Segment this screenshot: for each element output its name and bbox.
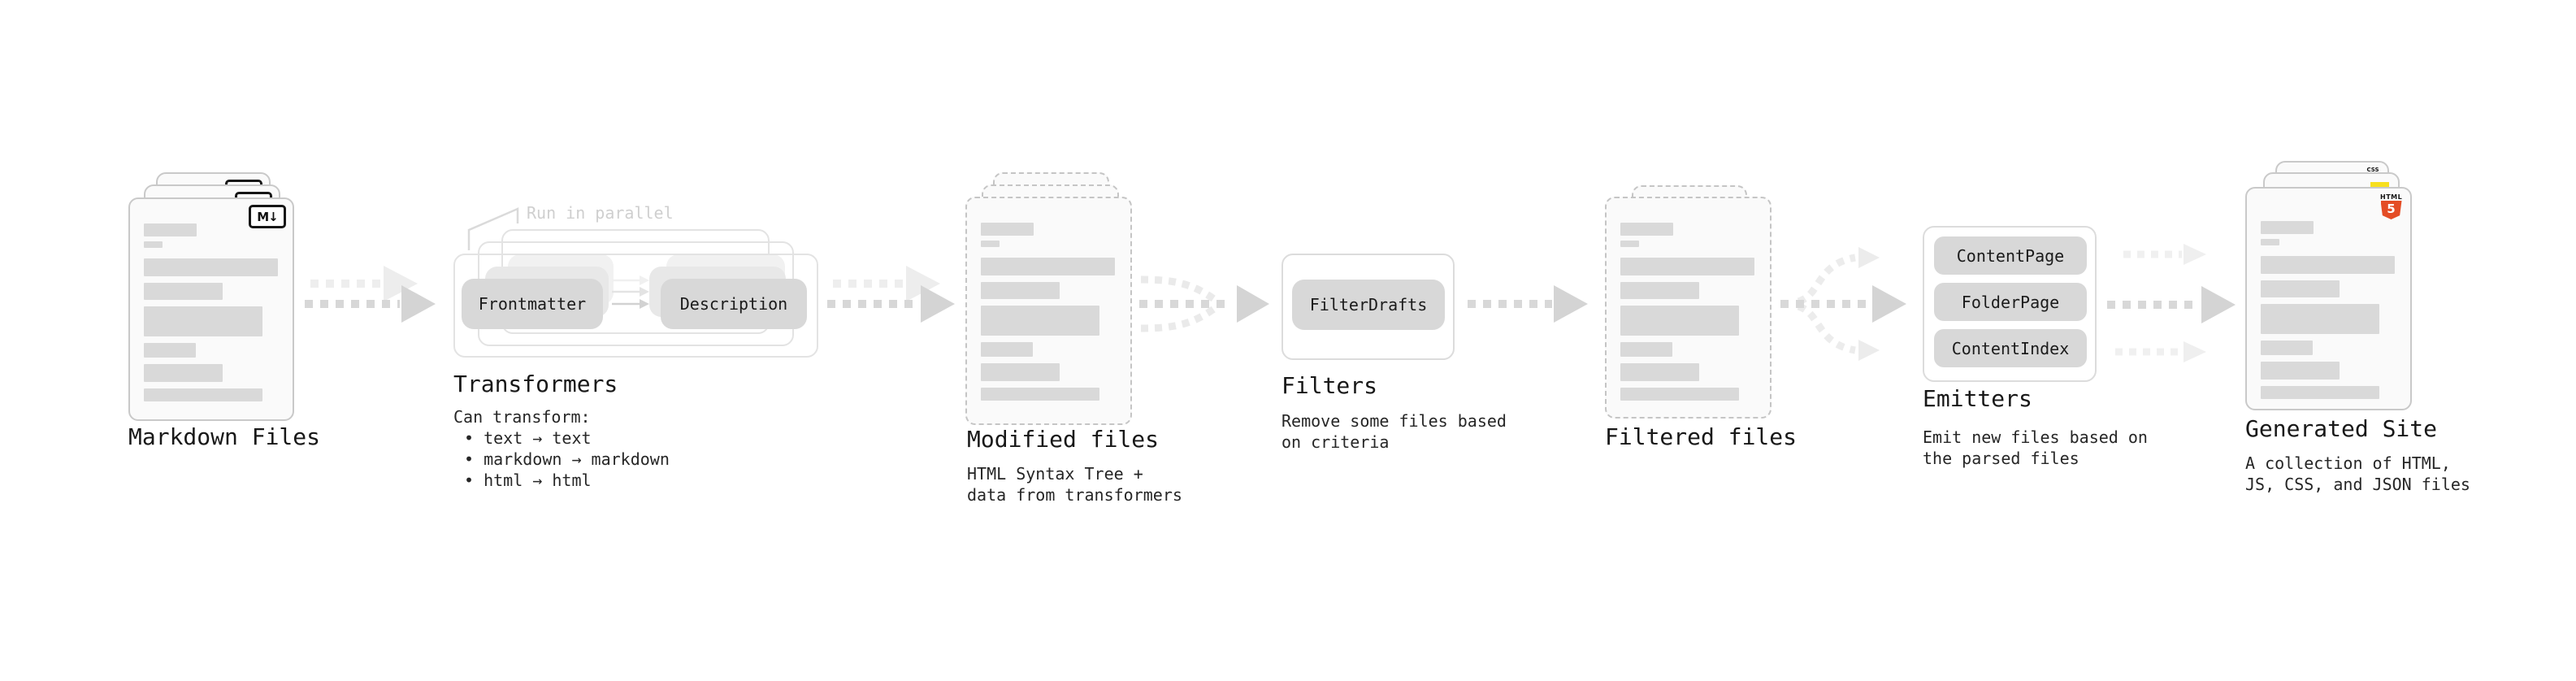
description-line: • markdown → markdown	[464, 449, 670, 469]
description-line: Emit new files based on	[1923, 427, 2148, 447]
text-line-bar	[2261, 362, 2340, 380]
javascript-icon	[2370, 182, 2389, 191]
transformer-pill-description: Description	[661, 279, 807, 329]
filters-description: Remove some files based on criteria	[1281, 410, 1507, 453]
emitter-pill-contentindex: ContentIndex	[1934, 329, 2087, 367]
generated-stage-label: Generated Site	[2245, 415, 2438, 442]
text-line-bar	[144, 364, 223, 382]
text-line-bar	[144, 388, 262, 401]
text-line-bar	[1620, 306, 1739, 336]
doc-content-placeholder	[981, 223, 1115, 401]
markdown-file-card-front: M↓	[128, 197, 294, 421]
description-line: the parsed files	[1923, 449, 2079, 468]
text-line-bar	[1620, 342, 1672, 357]
modified-description: HTML Syntax Tree + data from transformer…	[967, 463, 1182, 505]
text-line-bar	[144, 223, 197, 236]
text-line-bar	[981, 258, 1115, 275]
text-line-bar	[2261, 221, 2314, 234]
modified-stage-label: Modified files	[967, 426, 1160, 453]
description-line: on criteria	[1281, 432, 1390, 452]
text-line-bar	[144, 283, 223, 300]
text-line-bar	[981, 241, 1000, 247]
text-line-bar	[981, 282, 1060, 299]
description-line: Remove some files based	[1281, 411, 1507, 431]
css-icon-label: CSS	[2366, 167, 2379, 173]
filter-pill-filterdrafts: FilterDrafts	[1292, 280, 1445, 330]
filtered-file-card-front	[1605, 197, 1772, 419]
run-in-parallel-note: Run in parallel	[527, 203, 674, 223]
text-line-bar	[1620, 363, 1699, 381]
arrow-transformers-to-modified	[827, 266, 955, 323]
transformers-stage-title: Transformers	[453, 371, 618, 397]
text-line-bar	[2261, 304, 2379, 334]
html5-icon-shield: 5	[2380, 201, 2402, 219]
description-line: data from transformers	[967, 485, 1182, 505]
description-line: • html → html	[464, 471, 592, 490]
text-line-bar	[144, 306, 262, 336]
description-line: A collection of HTML,	[2245, 453, 2451, 473]
markdown-icon: M↓	[249, 205, 286, 228]
emitter-pill-folderpage: FolderPage	[1934, 283, 2087, 321]
text-line-bar	[2261, 239, 2279, 245]
transformers-description: Can transform: • text → text • markdown …	[453, 406, 670, 491]
run-in-parallel-leader-line	[467, 207, 519, 250]
transform-flow-arrow	[612, 275, 649, 285]
transform-flow-arrow	[612, 299, 649, 309]
text-line-bar	[2261, 256, 2395, 274]
doc-content-placeholder	[2261, 221, 2395, 399]
description-line: Can transform:	[453, 407, 591, 427]
arrow-markdown-to-transformers	[305, 266, 436, 323]
text-line-bar	[144, 241, 163, 248]
modified-file-card-front	[965, 197, 1132, 425]
description-line: • text → text	[464, 428, 592, 448]
text-line-bar	[1620, 388, 1739, 401]
arrow-emitters-to-generated	[2107, 244, 2236, 362]
description-line: JS, CSS, and JSON files	[2245, 475, 2470, 494]
html5-icon: HTML 5	[2380, 193, 2402, 219]
text-line-bar	[1620, 258, 1754, 275]
html5-icon-word: HTML	[2380, 193, 2403, 201]
text-line-bar	[1620, 282, 1699, 299]
arrow-filtered-to-emitters	[1780, 247, 1906, 361]
doc-content-placeholder	[1620, 223, 1754, 401]
generated-description: A collection of HTML, JS, CSS, and JSON …	[2245, 453, 2470, 495]
text-line-bar	[144, 343, 196, 358]
transformer-pill-frontmatter: Frontmatter	[462, 279, 603, 329]
text-line-bar	[981, 388, 1099, 401]
text-line-bar	[981, 363, 1060, 381]
text-line-bar	[1620, 241, 1639, 247]
description-line: HTML Syntax Tree +	[967, 464, 1143, 484]
generated-file-card-front: HTML 5	[2245, 187, 2412, 410]
emitters-description: Emit new files based on the parsed files	[1923, 427, 2148, 469]
transformer-layer-frame-front	[453, 254, 818, 358]
text-line-bar	[2261, 280, 2340, 297]
text-line-bar	[2261, 386, 2379, 399]
transform-flow-arrow	[612, 287, 649, 297]
arrow-filters-to-filtered	[1468, 285, 1588, 323]
doc-content-placeholder	[144, 223, 278, 401]
emitters-stage-title: Emitters	[1923, 385, 2032, 412]
text-line-bar	[1620, 223, 1673, 236]
text-line-bar	[2261, 340, 2313, 355]
filters-stage-title: Filters	[1281, 372, 1378, 399]
markdown-stage-label: Markdown Files	[128, 423, 321, 450]
arrow-modified-to-filters	[1139, 275, 1269, 332]
text-line-bar	[144, 258, 278, 276]
emitter-pill-contentpage: ContentPage	[1934, 236, 2087, 275]
text-line-bar	[981, 342, 1033, 357]
text-line-bar	[981, 223, 1034, 236]
text-line-bar	[981, 306, 1099, 336]
filtered-stage-label: Filtered files	[1605, 423, 1798, 450]
